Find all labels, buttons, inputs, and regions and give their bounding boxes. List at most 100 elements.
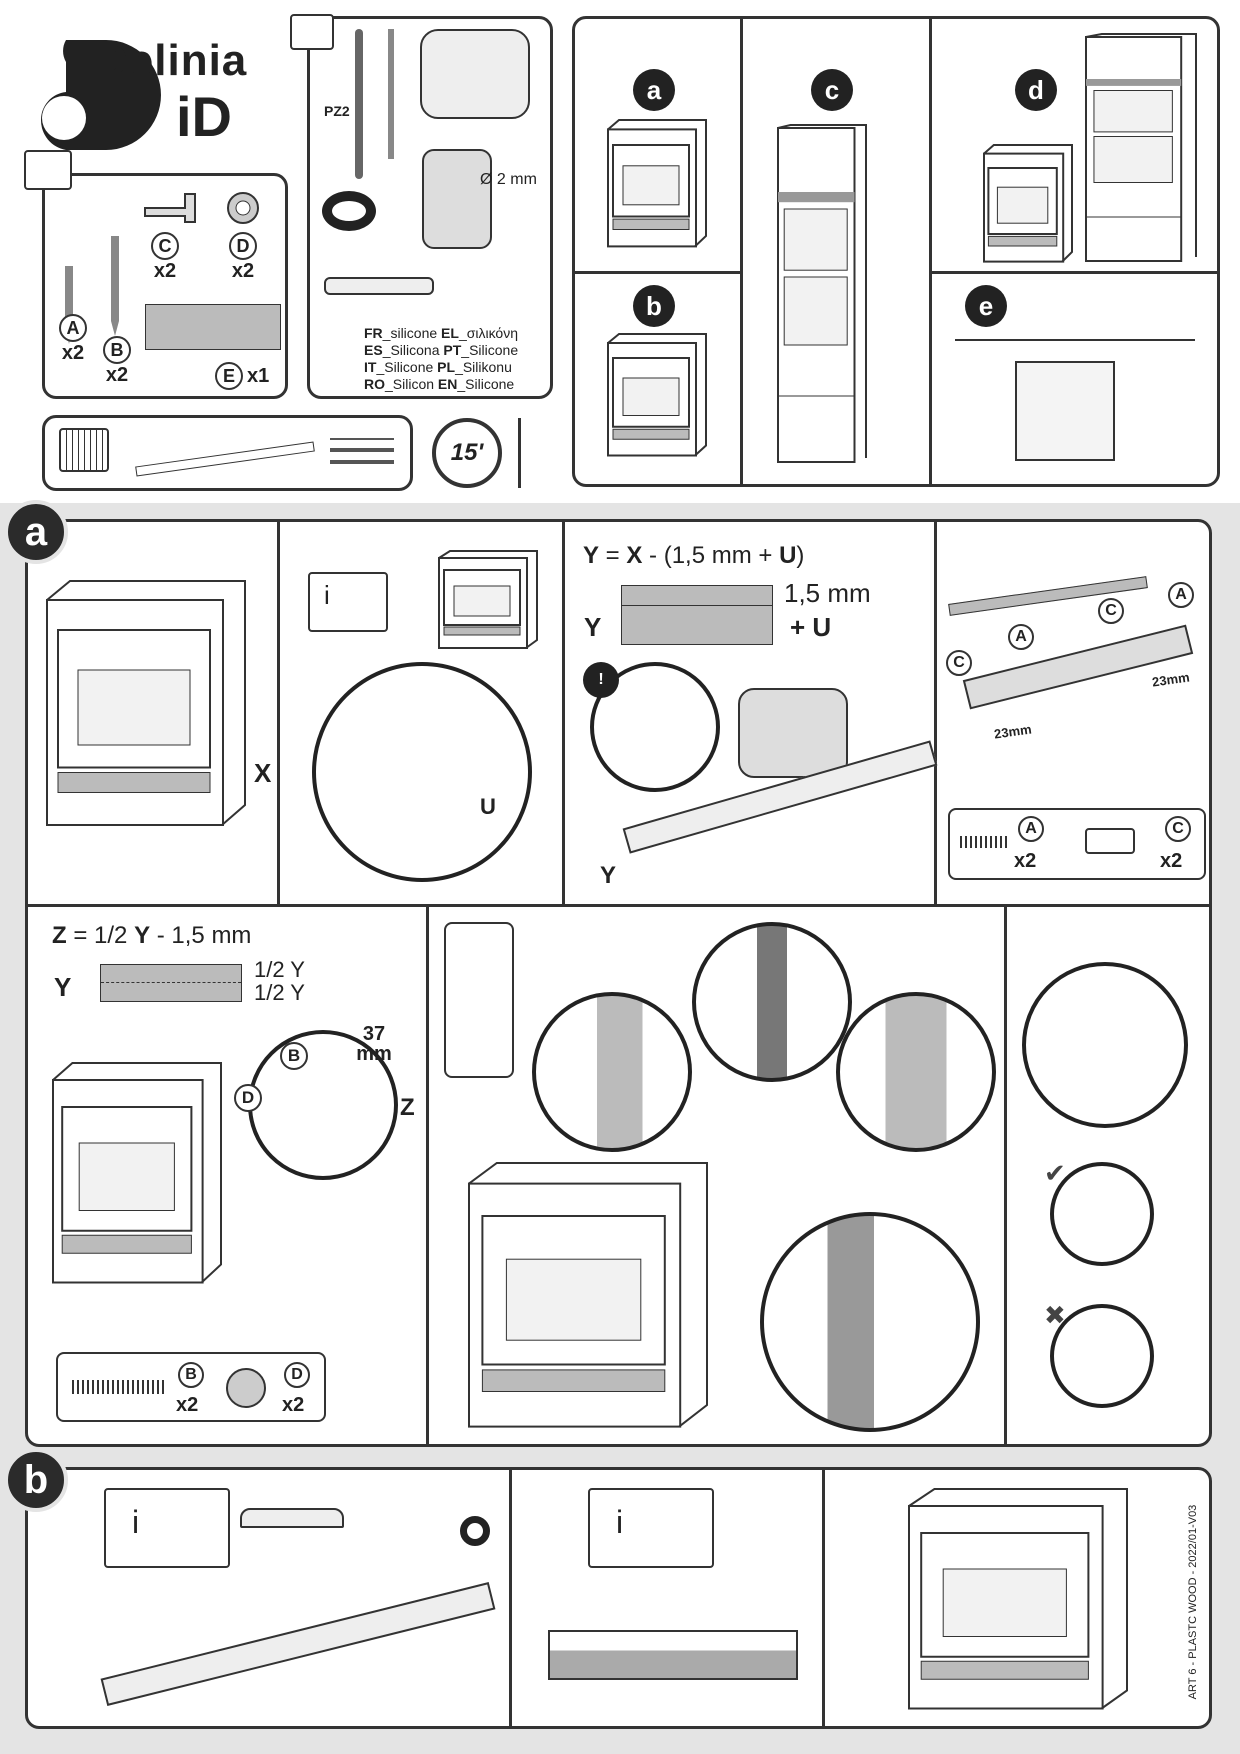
option-b-badge[interactable]: b — [633, 285, 675, 327]
check-icon: ✔ — [1044, 1158, 1066, 1188]
lang-code: IT — [364, 359, 377, 375]
lang-code: RO — [364, 376, 385, 392]
label-d: D — [234, 1084, 262, 1112]
info-label: i — [324, 580, 330, 610]
formula-z: Z = 1/2 Y - 1,5 mm — [52, 922, 252, 949]
label-c: C — [946, 650, 972, 676]
lang-code: PT — [443, 342, 462, 358]
dim-23mm: 23mm — [993, 721, 1033, 742]
screw-b-icon — [72, 1380, 164, 1394]
lang-code: FR — [364, 325, 383, 341]
cabinet-drawing — [607, 333, 707, 457]
panel-e-icon — [145, 304, 281, 350]
cabinet-drawing — [983, 144, 1073, 263]
y-label: Y — [584, 612, 602, 642]
cap-detail-circle — [1022, 962, 1188, 1128]
screw-a-icon — [960, 836, 1010, 848]
logo: Delinia iD — [36, 30, 266, 160]
option-c-badge[interactable]: c — [811, 69, 853, 111]
half-panel-diagram — [100, 964, 242, 1002]
kit-a-qty: x2 — [1014, 850, 1037, 872]
screws-icon — [330, 438, 394, 472]
z-label: Z — [400, 1094, 415, 1121]
cap-d-icon — [226, 1368, 266, 1408]
hardware-d-qty: x2 — [231, 260, 255, 282]
y-label-z: Y — [54, 972, 72, 1002]
footer-wrap: ART 6 - PLASTC WOOD - 2022/01-V03 — [1178, 1500, 1202, 1710]
option-e-dishwasher — [955, 339, 1195, 469]
screw-circle — [836, 992, 996, 1152]
cart-icon — [59, 428, 109, 472]
kit-box-a-c: A x2 C x2 — [948, 808, 1206, 880]
cabinet-drawing — [438, 550, 538, 649]
drawer-icon — [548, 1630, 798, 1680]
silicone-term: _Silicone — [457, 376, 515, 392]
kit-b-qty: x2 — [176, 1394, 199, 1416]
section-a: X i U Y = X - (1,5 mm + U) 1,5 mm + U Y … — [25, 519, 1212, 1447]
option-e-badge[interactable]: e — [965, 285, 1007, 327]
manual-icon: i — [104, 1488, 230, 1568]
silicone-term: _Silicone — [461, 342, 519, 358]
hardware-a-qty: x2 — [61, 342, 85, 364]
silicone-term: _Silikonu — [455, 359, 512, 375]
dim-23mm: 23mm — [1151, 669, 1191, 690]
option-a-badge[interactable]: a — [633, 69, 675, 111]
lang-code: PL — [437, 359, 456, 375]
drill-icon — [422, 149, 492, 249]
manual-icon: i — [588, 1488, 714, 1568]
timer-label: 15' — [450, 439, 484, 466]
label-b: B — [280, 1042, 308, 1070]
step5-cabinet — [52, 1062, 222, 1287]
option-a-cabinet — [607, 119, 707, 249]
correct-orientation: ✔ — [1044, 1158, 1154, 1266]
clean-circle — [760, 1212, 980, 1432]
plus-u-label: + U — [790, 612, 832, 642]
info-label: i — [132, 1504, 140, 1540]
hardware-c-letter: C — [151, 232, 179, 260]
person-icon — [518, 418, 542, 488]
screwdriver-label: PZ2 — [324, 103, 350, 119]
silicone-labels: FR_silicone EL_σιλικόνη ES_Silicona PT_S… — [364, 325, 518, 393]
section-b-badge: b — [4, 1448, 68, 1512]
hardware-d-letter: D — [229, 232, 257, 260]
option-d-tall-cabinet — [1085, 33, 1197, 263]
section-a-badge: a — [4, 500, 68, 564]
option-d-badge[interactable]: d — [1015, 69, 1057, 111]
option-c-tall-cabinet — [777, 124, 867, 464]
step6-oven-cabinet — [468, 1162, 708, 1432]
dim-37mm: 37 mm — [356, 1023, 392, 1065]
jigsaw-icon — [420, 29, 530, 119]
u-dimension-label: U — [480, 794, 496, 819]
tools-box: PZ2 Ø 2 mm FR_silicone EL_σιλικόνη ES_Si… — [307, 16, 553, 399]
step1-cabinet — [46, 580, 246, 830]
hardware-c-qty: x2 — [153, 260, 177, 282]
tall-cabinet-drawing — [777, 124, 867, 463]
info-label: i — [616, 1504, 624, 1540]
board-with-brackets — [962, 624, 1194, 710]
kit-c-letter: C — [1165, 816, 1191, 842]
cabinet-drawing — [46, 580, 246, 826]
dim-1-5mm: 1,5 mm — [784, 578, 871, 608]
hardware-e-qty: x1 — [247, 364, 270, 387]
drill-circle — [532, 992, 692, 1152]
options-box: a b c d e — [572, 16, 1220, 487]
hardware-b-letter: B — [103, 336, 131, 364]
incorrect-orientation: ✖ — [1044, 1300, 1154, 1408]
pencil-icon — [388, 29, 394, 159]
cabinet-drawing — [607, 119, 707, 248]
drawer-front-board — [100, 1582, 496, 1706]
silicone-term: _Silicon — [385, 376, 435, 392]
drill-bit-label: Ø 2 mm — [480, 171, 537, 188]
final-cabinet — [908, 1488, 1128, 1713]
warning-icon: ! — [583, 662, 619, 698]
option-b-cabinet — [607, 333, 707, 458]
silicone-term: _σιλικόνη — [458, 325, 518, 341]
warning-detail-circle — [590, 662, 720, 792]
logo-mark — [40, 40, 161, 150]
panel-cut-diagram — [621, 585, 773, 645]
kit-d-qty: x2 — [282, 1394, 305, 1416]
label-c: C — [1098, 598, 1124, 624]
silicone-term: _Silicona — [382, 342, 440, 358]
cabinet-drawing — [908, 1488, 1128, 1710]
footer-reference: ART 6 - PLASTC WOOD - 2022/01-V03 — [1187, 1504, 1199, 1700]
